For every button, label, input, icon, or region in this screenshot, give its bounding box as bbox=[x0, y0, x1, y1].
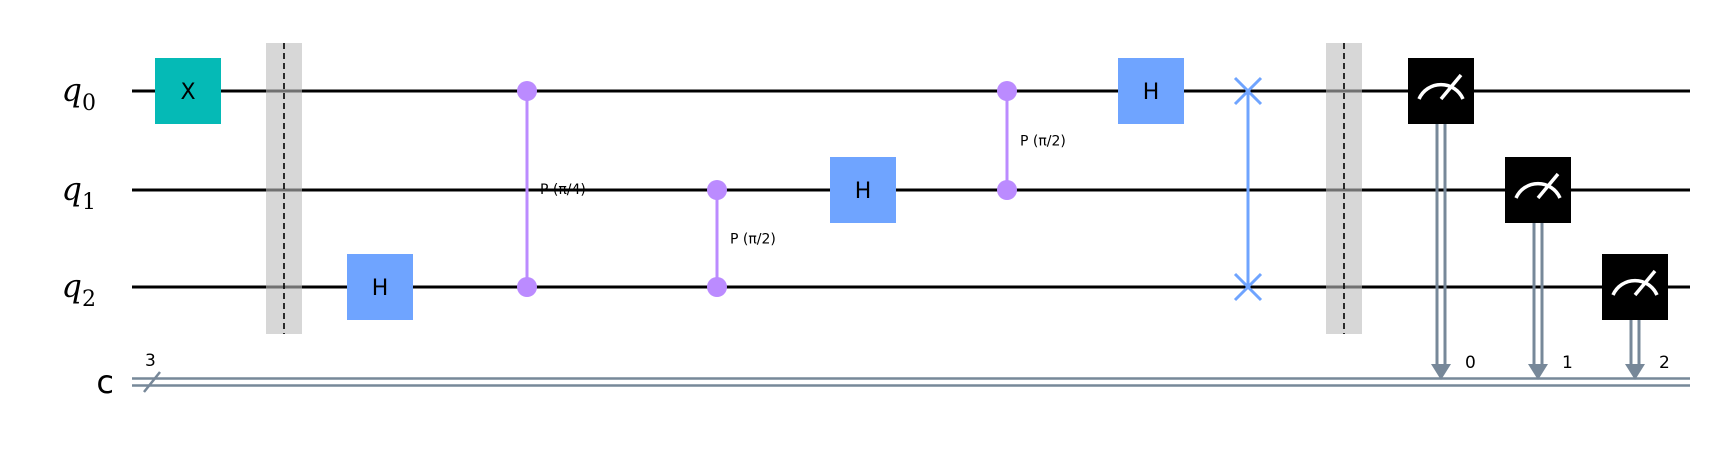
meter-needle-icon bbox=[1536, 172, 1560, 200]
wires-layer bbox=[132, 89, 1690, 393]
measure-arrow-icon bbox=[1431, 364, 1451, 380]
classical-register-label: c bbox=[96, 363, 114, 401]
gate-label: H bbox=[855, 179, 872, 204]
swap-q0-q2 bbox=[1233, 76, 1263, 302]
qubit-label-index: 0 bbox=[82, 91, 96, 116]
measure-box bbox=[1505, 157, 1571, 223]
control-dot bbox=[707, 277, 727, 297]
swap-cross-icon bbox=[1233, 272, 1263, 302]
gate-label: X bbox=[180, 80, 195, 105]
phase-parameter-label: P (π/2) bbox=[1020, 134, 1066, 150]
swap-cross-icon bbox=[1233, 76, 1263, 106]
qubit-label-name: q bbox=[62, 71, 82, 109]
meter-arc-icon bbox=[1514, 181, 1562, 199]
operations-layer: X H P (π/4) P (π/2) H P (π/2) H 0 1 2 bbox=[155, 43, 1670, 380]
gate-x-q0: X bbox=[155, 58, 221, 124]
gate-h-q2: H bbox=[347, 254, 413, 320]
classical-bit-index: 1 bbox=[1562, 353, 1573, 373]
measure-box bbox=[1602, 254, 1668, 320]
measure-q2: 2 bbox=[1602, 254, 1670, 380]
measure-q0: 0 bbox=[1408, 58, 1476, 380]
control-dot bbox=[517, 277, 537, 297]
gate-box bbox=[1118, 58, 1184, 124]
barrier bbox=[1326, 43, 1362, 334]
control-dot bbox=[707, 180, 727, 200]
qubit-label-name: q bbox=[62, 267, 82, 305]
classical-bit-index: 0 bbox=[1465, 353, 1476, 373]
measure-box bbox=[1408, 58, 1474, 124]
barrier bbox=[266, 43, 302, 334]
controlled-phase-q1-q2: P (π/2) bbox=[707, 180, 776, 297]
controlled-phase-q0-q1: P (π/2) bbox=[997, 81, 1066, 200]
qubit-label-index: 1 bbox=[82, 190, 96, 215]
qubit-label-2: q2 bbox=[62, 267, 96, 312]
gate-h-q1: H bbox=[830, 157, 896, 223]
meter-needle-icon bbox=[1633, 269, 1657, 297]
control-dot bbox=[997, 180, 1017, 200]
measure-q1: 1 bbox=[1505, 157, 1573, 380]
gate-label: H bbox=[1143, 80, 1160, 105]
meter-arc-icon bbox=[1417, 82, 1465, 100]
classical-bit-index: 2 bbox=[1659, 353, 1670, 373]
gate-box bbox=[830, 157, 896, 223]
controlled-phase-q0-q2: P (π/4) bbox=[517, 81, 586, 297]
meter-arc-icon bbox=[1611, 278, 1659, 296]
phase-parameter-label: P (π/4) bbox=[540, 182, 586, 198]
qubit-label-0: q0 bbox=[62, 71, 96, 116]
qubit-label-index: 2 bbox=[82, 287, 96, 312]
gate-box bbox=[347, 254, 413, 320]
meter-needle-icon bbox=[1439, 73, 1463, 101]
register-size-slash bbox=[143, 371, 161, 393]
control-dot bbox=[997, 81, 1017, 101]
control-dot bbox=[517, 81, 537, 101]
phase-parameter-label: P (π/2) bbox=[730, 232, 776, 248]
gate-label: H bbox=[372, 276, 389, 301]
qubit-label-name: q bbox=[62, 170, 82, 208]
measure-arrow-icon bbox=[1528, 364, 1548, 380]
gate-box bbox=[155, 58, 221, 124]
qubit-label-1: q1 bbox=[62, 170, 96, 215]
measure-arrow-icon bbox=[1625, 364, 1645, 380]
gate-h-q0: H bbox=[1118, 58, 1184, 124]
classical-register-size: 3 bbox=[145, 351, 156, 371]
